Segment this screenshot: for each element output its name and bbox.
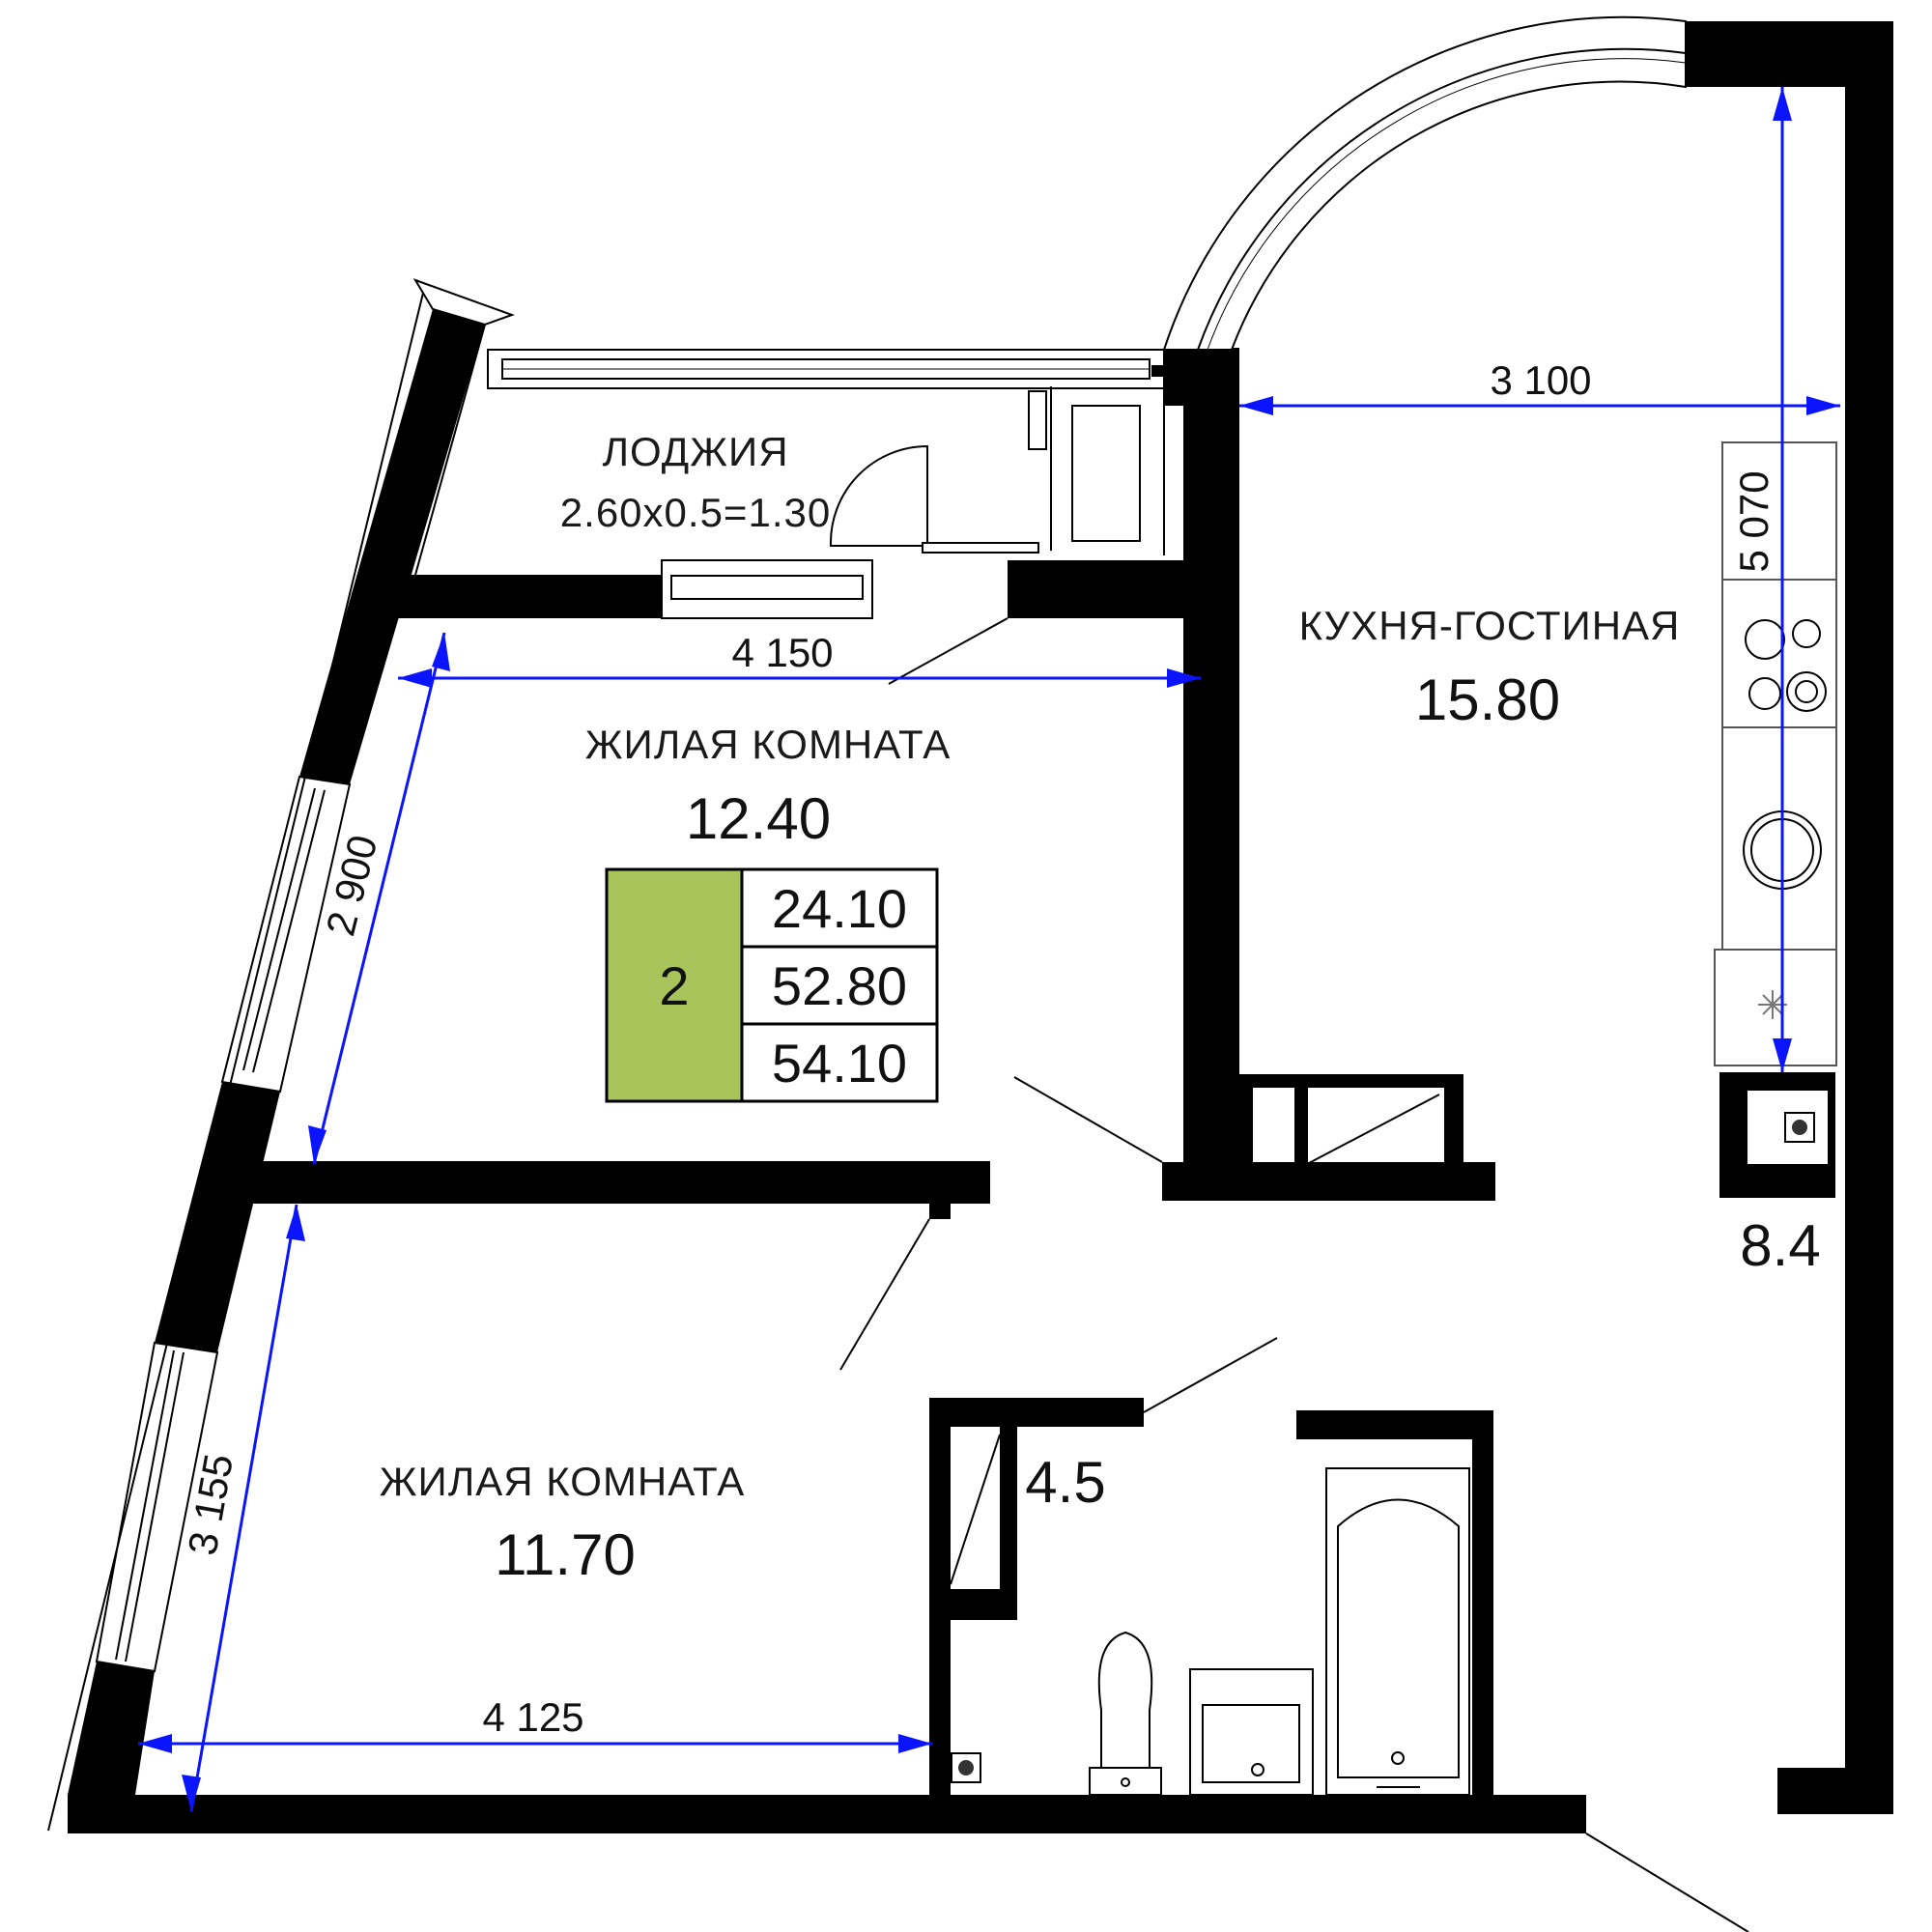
dishwasher-icon <box>1758 990 1787 1019</box>
total-with-loggia: 54.10 <box>772 1033 907 1094</box>
kitchen-niche-right <box>1444 1074 1463 1200</box>
doors <box>839 617 1749 1932</box>
washbasin-icon <box>1189 1668 1314 1796</box>
room2-name: ЖИЛАЯ КОМНАТА <box>380 1459 746 1504</box>
window-lower <box>95 1341 219 1673</box>
loggia-glazing <box>414 15 1687 619</box>
bath-right-wall <box>1472 1410 1493 1802</box>
total-area: 52.80 <box>772 955 907 1016</box>
door-bath-swing <box>1143 1337 1278 1413</box>
loggia-wall-left <box>398 575 662 618</box>
dim-label-room2-width: 4 125 <box>482 1694 583 1740</box>
kitchen-left-wall <box>1183 348 1239 1193</box>
summary-badge: 2 24.10 52.80 54.10 <box>605 867 939 1103</box>
door-room1-swing <box>888 617 1009 685</box>
divider-stub <box>929 1161 951 1219</box>
bath-shaft-wall <box>1000 1427 1017 1620</box>
kitchen-area: 15.80 <box>1415 668 1560 732</box>
bath-left-wall <box>929 1398 951 1802</box>
dimensions <box>138 87 1840 1812</box>
left-outer-wall-upper <box>299 309 485 784</box>
total-with-loggia-box <box>740 1022 939 1103</box>
kitchen-niche-left <box>1239 1074 1253 1200</box>
living-area: 24.10 <box>772 878 907 939</box>
riser-icon <box>1784 1112 1815 1143</box>
kitchen-niche-top <box>1239 1074 1462 1088</box>
dim-label-kitchen-width: 3 100 <box>1490 357 1591 403</box>
window-upper <box>220 775 352 1094</box>
bath-top-wall-left <box>929 1398 1144 1427</box>
door-room2-swing <box>839 1218 930 1371</box>
kitchen-niche-mid <box>1294 1074 1308 1200</box>
bath-riser-icon <box>951 1752 981 1783</box>
rooms-count: 2 <box>659 955 689 1016</box>
room1-name: ЖИЛАЯ КОМНАТА <box>585 722 952 767</box>
loggia-wall-right <box>1008 560 1239 618</box>
room1-area: 12.40 <box>686 786 831 851</box>
toilet-icon <box>1089 1631 1162 1796</box>
loggia-name: ЛОДЖИЯ <box>602 429 788 474</box>
bath-shaft-bottom <box>951 1589 1017 1620</box>
bottom-right-wall <box>1777 1768 1893 1814</box>
bottom-outer-wall <box>68 1795 1586 1833</box>
dryer-rack <box>1071 405 1141 542</box>
dim-room2-depth <box>189 1204 298 1812</box>
rooms-count-box <box>605 867 744 1103</box>
bathtub-icon <box>1325 1467 1470 1796</box>
walls <box>68 21 1893 1833</box>
room2-area: 11.70 <box>495 1522 636 1587</box>
left-outer-wall-middle <box>155 1082 280 1352</box>
right-outer-wall <box>1845 21 1893 1814</box>
door-entrance-swing <box>1585 1833 1749 1932</box>
kitchen-name: КУХНЯ-ГОСТИНАЯ <box>1299 603 1681 648</box>
door-kitchen-swing <box>1013 1076 1163 1163</box>
top-right-wall <box>1686 21 1893 87</box>
kitchen-bottom-wall <box>1162 1162 1495 1201</box>
windows <box>47 278 515 1832</box>
counter-top <box>1721 441 1837 728</box>
bathroom-fixtures <box>951 1467 1470 1796</box>
room-divider-wall <box>242 1161 990 1204</box>
left-outer-wall-lower <box>68 1662 155 1795</box>
dim-room1-depth <box>312 632 446 1165</box>
dim-label-room1-width: 4 150 <box>731 630 833 675</box>
loggia-door <box>829 444 928 547</box>
curved-glazing <box>1162 15 1687 351</box>
total-area-box <box>740 945 939 1026</box>
bathroom-area: 4.5 <box>1025 1450 1105 1515</box>
stove-icon <box>1745 619 1827 712</box>
bath-top-wall-right <box>1296 1410 1492 1439</box>
dim-label-kitchen-length: 5 070 <box>1731 470 1776 572</box>
kitchen-corner-post <box>1164 348 1239 406</box>
hallway-area: 8.4 <box>1740 1213 1820 1278</box>
loggia-area: 2.60x0.5=1.30 <box>560 490 831 535</box>
